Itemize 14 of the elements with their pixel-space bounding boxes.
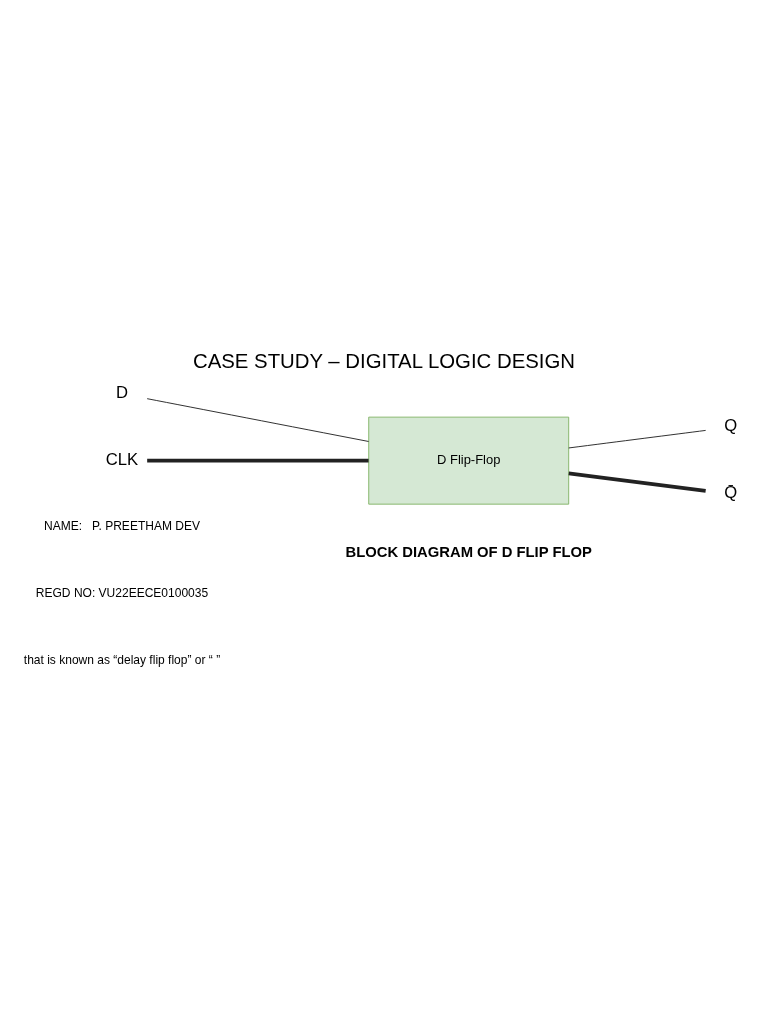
node-text: CLK <box>105 449 139 469</box>
caption: BLOCK DIAGRAM OF D FLIP FLOP <box>345 543 592 560</box>
label: NAME: P. PREETHAM DEV <box>43 518 200 533</box>
label: that is known as “delay flip flop” or “ ” <box>23 652 221 667</box>
node-box: D Flip-Flop <box>368 416 570 505</box>
node-text: D <box>115 382 129 402</box>
label: REGD NO: VU22EECE0100035 <box>35 585 209 600</box>
diagram-title: CASE STUDY – DIGITAL LOGIC DESIGN <box>192 349 576 372</box>
connector <box>568 429 707 448</box>
connector <box>147 458 369 462</box>
connector <box>568 471 706 493</box>
node-text: Q <box>724 415 738 435</box>
connector <box>146 397 370 442</box>
node-text: Q̄ <box>724 482 738 502</box>
